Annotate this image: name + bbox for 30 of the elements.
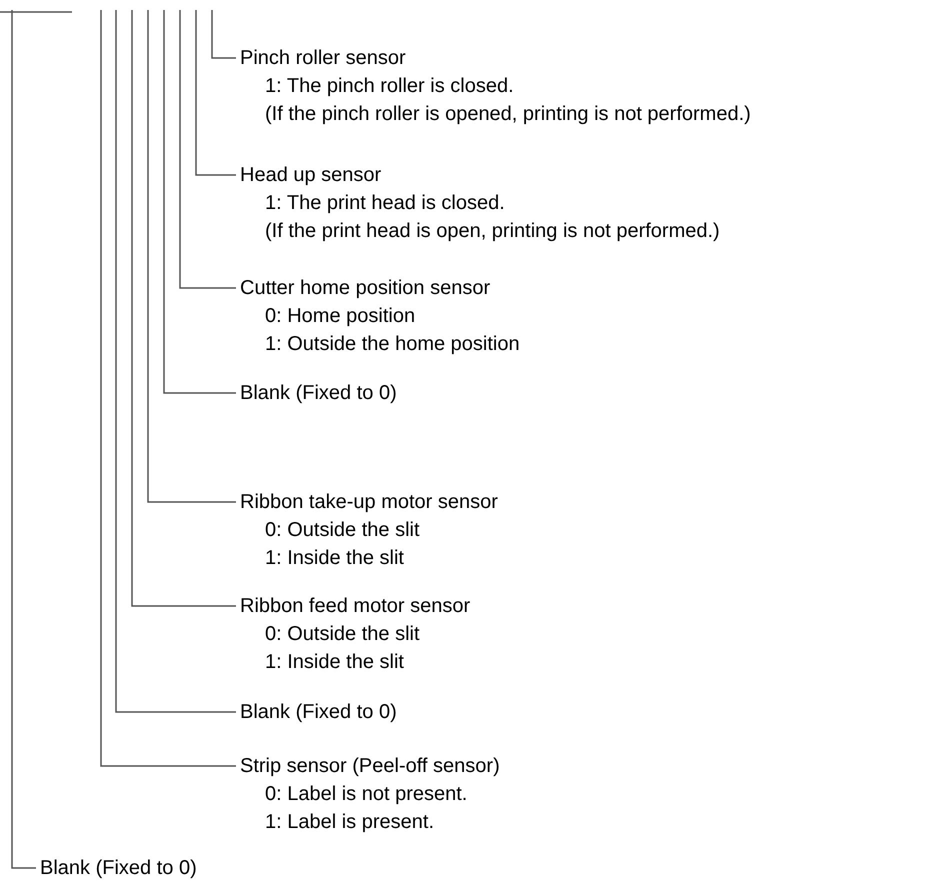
leader-line (131, 10, 236, 607)
leader-line (163, 10, 236, 394)
bit-description: 0: Outside the slit (264, 518, 421, 543)
bit-description: 1: Outside the home position (264, 332, 520, 357)
sensor-name: Ribbon feed motor sensor (240, 594, 470, 619)
sensor-name: Head up sensor (240, 163, 382, 188)
sensor-name: Pinch roller sensor (240, 46, 407, 71)
leader-line (11, 10, 36, 869)
bit-description: 1: Inside the slit (264, 650, 405, 675)
bit-description: 1: The print head is closed. (264, 191, 506, 216)
bit-description: 1: Inside the slit (264, 546, 405, 571)
bit-description: 1: Label is present. (264, 810, 435, 835)
leader-line (179, 10, 236, 289)
leader-line (211, 10, 236, 59)
leader-line (147, 10, 236, 503)
sensor-name: Blank (Fixed to 0) (240, 381, 397, 406)
bit-description: 0: Label is not present. (264, 782, 468, 807)
bit-description: (If the print head is open, printing is not performed.) (264, 219, 720, 244)
sensor-name: Strip sensor (Peel-off sensor) (240, 754, 500, 779)
bit-description: (If the pinch roller is opened, printing is not performed.) (264, 102, 751, 127)
sensor-name: Cutter home position sensor (240, 276, 492, 301)
bit-description: 0: Outside the slit (264, 622, 421, 647)
sensor-name: Blank (Fixed to 0) (240, 700, 397, 725)
leader-line (100, 10, 236, 767)
sensor-name: Ribbon take-up motor sensor (240, 490, 498, 515)
bit-description: 0: Home position (264, 304, 416, 329)
leader-line (115, 10, 236, 713)
leader-line (195, 10, 236, 176)
sensor-name: Blank (Fixed to 0) (40, 856, 197, 881)
bit-description: 1: The pinch roller is closed. (264, 74, 515, 99)
